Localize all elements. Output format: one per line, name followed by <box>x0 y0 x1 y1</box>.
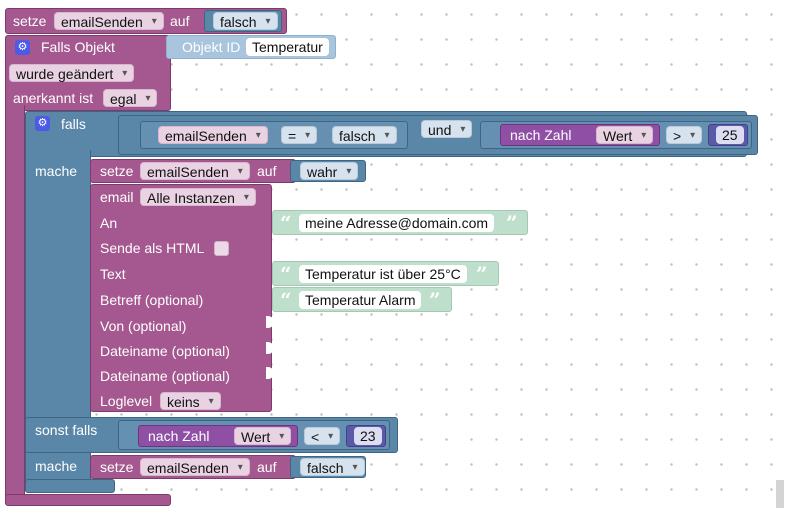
to-address-label: An <box>100 215 118 231</box>
to-label: auf <box>257 459 277 475</box>
variable-dropdown[interactable]: emailSenden <box>158 126 268 145</box>
instance-dropdown[interactable]: Alle Instanzen <box>140 188 256 207</box>
boolean-dropdown[interactable]: wahr <box>300 162 359 181</box>
trigger-body <box>5 105 25 505</box>
input-socket <box>266 342 274 354</box>
to-label: auf <box>257 163 277 179</box>
filename-label: Dateiname (optional) <box>100 368 230 384</box>
state-dropdown[interactable]: Wert <box>234 427 292 446</box>
quote-close-icon: ” <box>506 211 518 235</box>
gear-icon[interactable]: ⚙ <box>15 40 30 55</box>
if-label: falls <box>61 116 86 132</box>
variable-dropdown[interactable]: emailSenden <box>140 162 250 181</box>
do-label: mache <box>35 458 78 474</box>
variable-dropdown[interactable]: emailSenden <box>140 458 250 477</box>
to-address-field[interactable]: meine Adresse@domain.com <box>299 214 495 232</box>
filename-label: Dateiname (optional) <box>100 343 230 359</box>
state-dropdown[interactable]: Wert <box>596 126 654 145</box>
scrollbar[interactable] <box>776 480 784 508</box>
set-label: setze <box>100 459 134 475</box>
object-id-label: Objekt ID <box>182 39 241 55</box>
variable-dropdown[interactable]: emailSenden <box>54 12 164 31</box>
quote-open-icon: “ <box>280 211 292 235</box>
quote-open-icon: “ <box>280 288 292 312</box>
ack-dropdown[interactable]: egal <box>103 89 158 108</box>
quote-close-icon: ” <box>476 262 488 286</box>
set-label: setze <box>100 163 134 179</box>
quote-close-icon: ” <box>429 288 441 312</box>
subject-label: Betreff (optional) <box>100 292 204 308</box>
to-number-label: nach Zahl <box>148 428 210 444</box>
subject-field[interactable]: Temperatur Alarm <box>299 291 422 309</box>
boolean-dropdown[interactable]: falsch <box>213 12 278 31</box>
email-label: email <box>100 189 134 205</box>
input-socket <box>266 316 274 328</box>
email-block[interactable] <box>90 184 272 412</box>
to-label: auf <box>170 13 190 29</box>
object-id-field[interactable]: Temperatur <box>246 38 329 56</box>
from-label: Von (optional) <box>100 318 187 334</box>
logic-operator-dropdown[interactable]: und <box>421 120 473 139</box>
number-field[interactable]: 25 <box>716 126 744 144</box>
text-label: Text <box>100 266 126 282</box>
operator-dropdown[interactable]: > <box>666 126 703 145</box>
if-block-footer <box>25 479 115 493</box>
loglevel-label: Loglevel <box>100 393 153 409</box>
input-socket <box>266 367 274 379</box>
elseif-label: sonst falls <box>35 422 98 438</box>
do-label: mache <box>35 163 78 179</box>
loglevel-dropdown[interactable]: keins <box>160 392 221 411</box>
boolean-dropdown[interactable]: falsch <box>300 458 365 477</box>
to-number-label: nach Zahl <box>510 127 572 143</box>
number-field[interactable]: 23 <box>354 427 382 445</box>
ack-label: anerkannt ist <box>13 90 94 106</box>
html-label: Sende als HTML <box>100 240 205 256</box>
trigger-title: Falls Objekt <box>41 39 115 55</box>
quote-open-icon: “ <box>280 262 292 286</box>
boolean-dropdown[interactable]: falsch <box>332 126 397 145</box>
set-label: setze <box>13 13 47 29</box>
operator-dropdown[interactable]: < <box>304 427 341 446</box>
change-type-dropdown[interactable]: wurde geändert <box>9 64 135 83</box>
text-field[interactable]: Temperatur ist über 25°C <box>299 265 467 283</box>
trigger-footer <box>5 494 171 506</box>
html-checkbox[interactable] <box>214 241 229 256</box>
gear-icon[interactable]: ⚙ <box>35 116 50 131</box>
operator-dropdown[interactable]: = <box>281 126 318 145</box>
